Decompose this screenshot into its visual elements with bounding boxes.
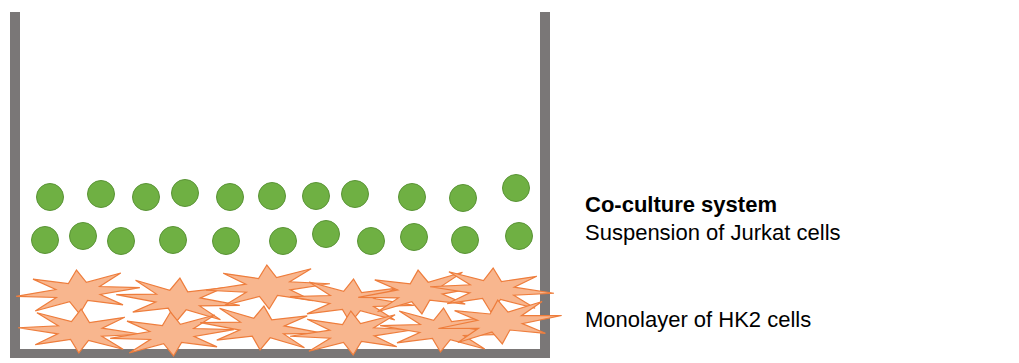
well-wall [540, 12, 550, 358]
jurkat-suspension [32, 175, 533, 255]
jurkat-cell [160, 227, 187, 254]
jurkat-cell [450, 185, 477, 212]
jurkat-cell [172, 180, 199, 207]
jurkat-cell [401, 224, 428, 251]
jurkat-cell [503, 175, 530, 202]
layer-label: Monolayer of HK2 cells [585, 307, 811, 333]
jurkat-cell [259, 183, 286, 210]
jurkat-cell [506, 223, 533, 250]
jurkat-cell [217, 184, 244, 211]
jurkat-cell [32, 227, 59, 254]
layer-label: Suspension of Jurkat cells [585, 220, 841, 246]
hk2-cell [109, 308, 236, 361]
jurkat-cell [133, 184, 160, 211]
jurkat-cell [358, 228, 385, 255]
hk2-monolayer [15, 262, 564, 360]
jurkat-cell [108, 228, 135, 255]
hk2-cell [17, 306, 143, 356]
hk2-cell [289, 308, 415, 358]
jurkat-cell [88, 181, 115, 208]
jurkat-cell [213, 228, 240, 255]
hk2-cell [429, 265, 555, 315]
jurkat-cell [342, 181, 369, 208]
jurkat-cell [70, 223, 97, 250]
jurkat-cell [452, 227, 479, 254]
hk2-cell [15, 266, 142, 319]
well-wall [10, 12, 20, 358]
hk2-cell [198, 301, 325, 356]
well-bottom [10, 349, 550, 358]
well-walls [10, 12, 550, 358]
hk2-cell [205, 262, 331, 312]
jurkat-cell [37, 184, 64, 211]
jurkat-cell [303, 183, 330, 210]
jurkat-cell [399, 184, 426, 211]
diagram-title: Co-culture system [585, 192, 777, 218]
hk2-cell [436, 294, 564, 351]
jurkat-cell [270, 228, 297, 255]
jurkat-cell [313, 221, 340, 248]
hk2-cell [114, 273, 241, 328]
